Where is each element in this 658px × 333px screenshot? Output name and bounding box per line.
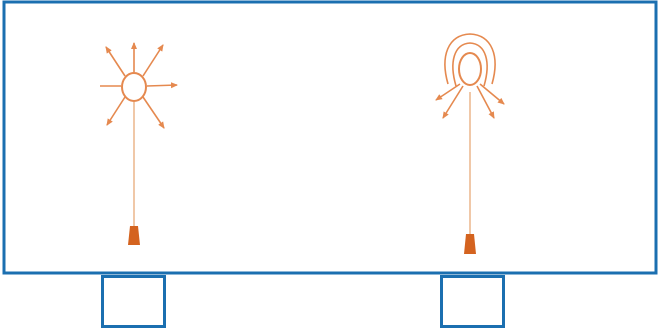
right-bulb xyxy=(459,53,481,85)
right-base xyxy=(464,234,476,254)
answer-box-left[interactable] xyxy=(101,275,166,328)
ray-up-right xyxy=(143,45,163,76)
ray-right xyxy=(147,85,177,86)
diagram-frame xyxy=(4,2,656,273)
ray-mid-right xyxy=(477,86,494,118)
left-base xyxy=(128,226,140,245)
ray-far-right xyxy=(480,84,504,104)
lamp-reflector-light-icon xyxy=(436,34,504,254)
left-bulb xyxy=(122,73,146,101)
lamp-omnidirectional-light-icon xyxy=(100,43,177,245)
answer-box-right[interactable] xyxy=(440,275,505,328)
ray-mid-left xyxy=(443,86,463,118)
ray-down-left xyxy=(107,97,125,125)
ray-down-right xyxy=(143,97,164,128)
ray-up-left xyxy=(106,47,125,76)
